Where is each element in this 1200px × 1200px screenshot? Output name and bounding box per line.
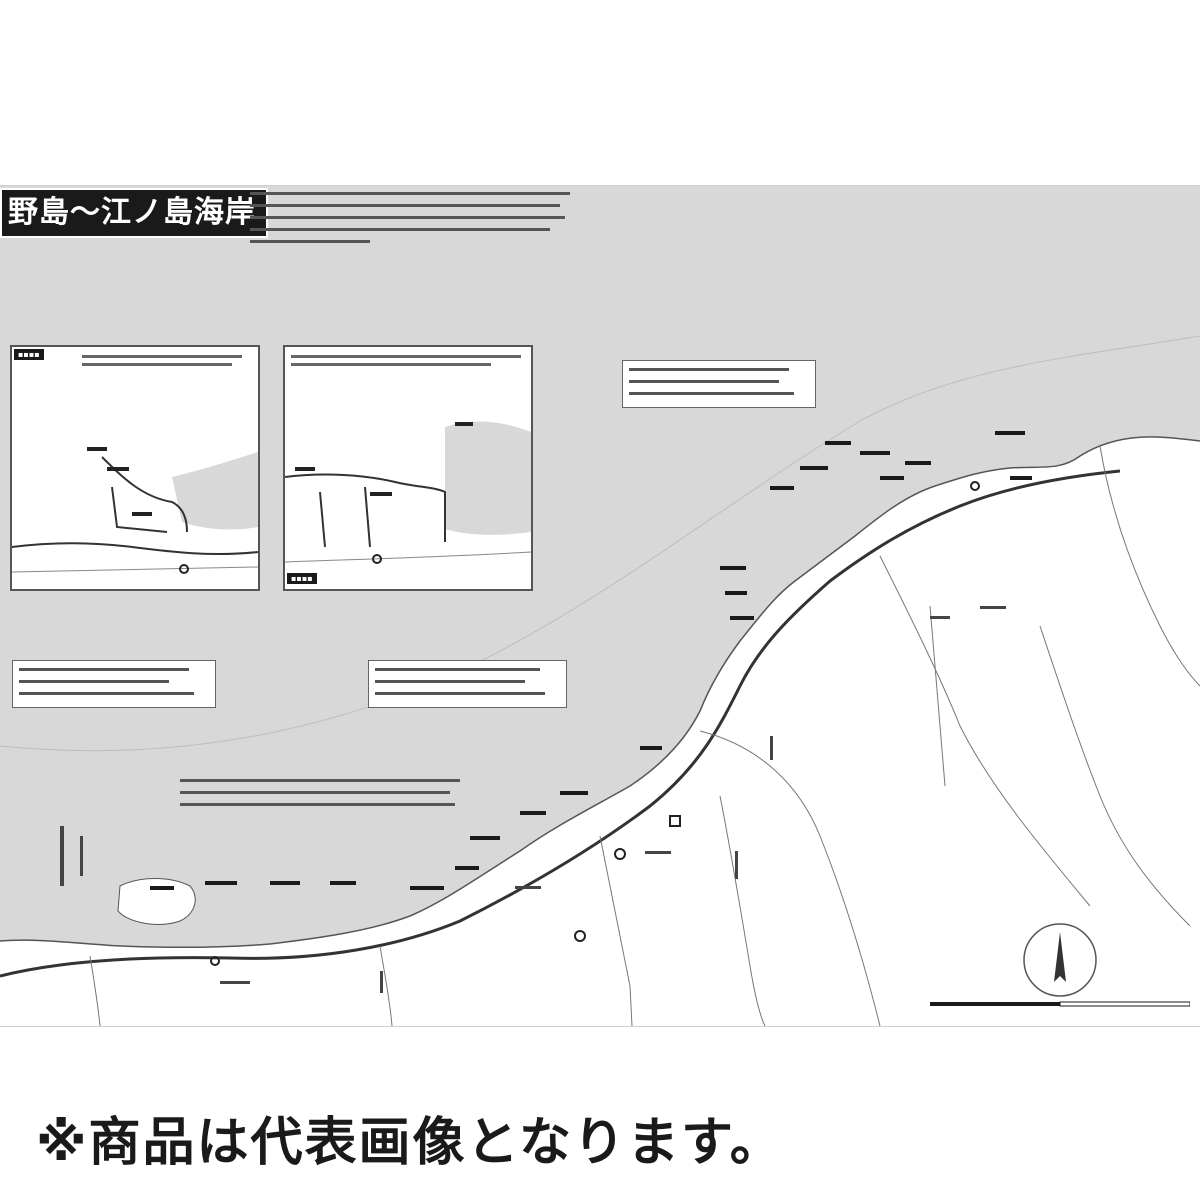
inland-road — [89, 955, 101, 1026]
scale-bar-icon — [930, 1001, 1190, 1007]
map-base — [0, 186, 1200, 1026]
inset-map-1: ▪▪▪▪ — [10, 345, 260, 591]
inland-road — [599, 835, 633, 1026]
inland-road — [1099, 445, 1200, 687]
beach-note-lines — [180, 779, 460, 806]
inland-road — [1039, 625, 1191, 927]
inset-map-2-label: ▪▪▪▪ — [287, 573, 317, 584]
beach-note-text — [180, 775, 470, 819]
north-arrow-icon — [1023, 923, 1097, 997]
map-title: 野島〜江ノ島海岸 — [0, 188, 268, 238]
building-icon — [669, 815, 681, 827]
shrine-icons — [210, 481, 980, 966]
info-box-lines — [375, 668, 545, 695]
inland-road — [719, 795, 766, 1026]
info-box-lines — [629, 368, 794, 395]
inset-map-2-drawing — [285, 355, 531, 564]
coastal-road — [0, 469, 1121, 978]
info-box — [622, 360, 816, 408]
inset-map-1-drawing — [12, 355, 258, 574]
place-label-marks — [60, 606, 1006, 993]
inland-road — [699, 730, 881, 1026]
enoshima-island — [117, 878, 196, 925]
inset-map-2: ▪▪▪▪ — [283, 345, 533, 591]
info-box — [368, 660, 567, 708]
inland-road — [879, 555, 1091, 907]
map-area — [0, 185, 1200, 1027]
info-box — [12, 660, 216, 708]
product-caption: ※商品は代表画像となります。 — [36, 1113, 784, 1173]
intro-text-block — [250, 188, 580, 252]
shore-markers — [150, 431, 1032, 890]
intro-text-lines — [250, 192, 570, 243]
offshore-line — [0, 335, 1200, 752]
info-box-lines — [19, 668, 194, 695]
inland-road — [379, 945, 393, 1026]
coastline — [0, 436, 1200, 949]
inland-road — [929, 605, 946, 787]
inset-map-1-label: ▪▪▪▪ — [14, 349, 44, 360]
